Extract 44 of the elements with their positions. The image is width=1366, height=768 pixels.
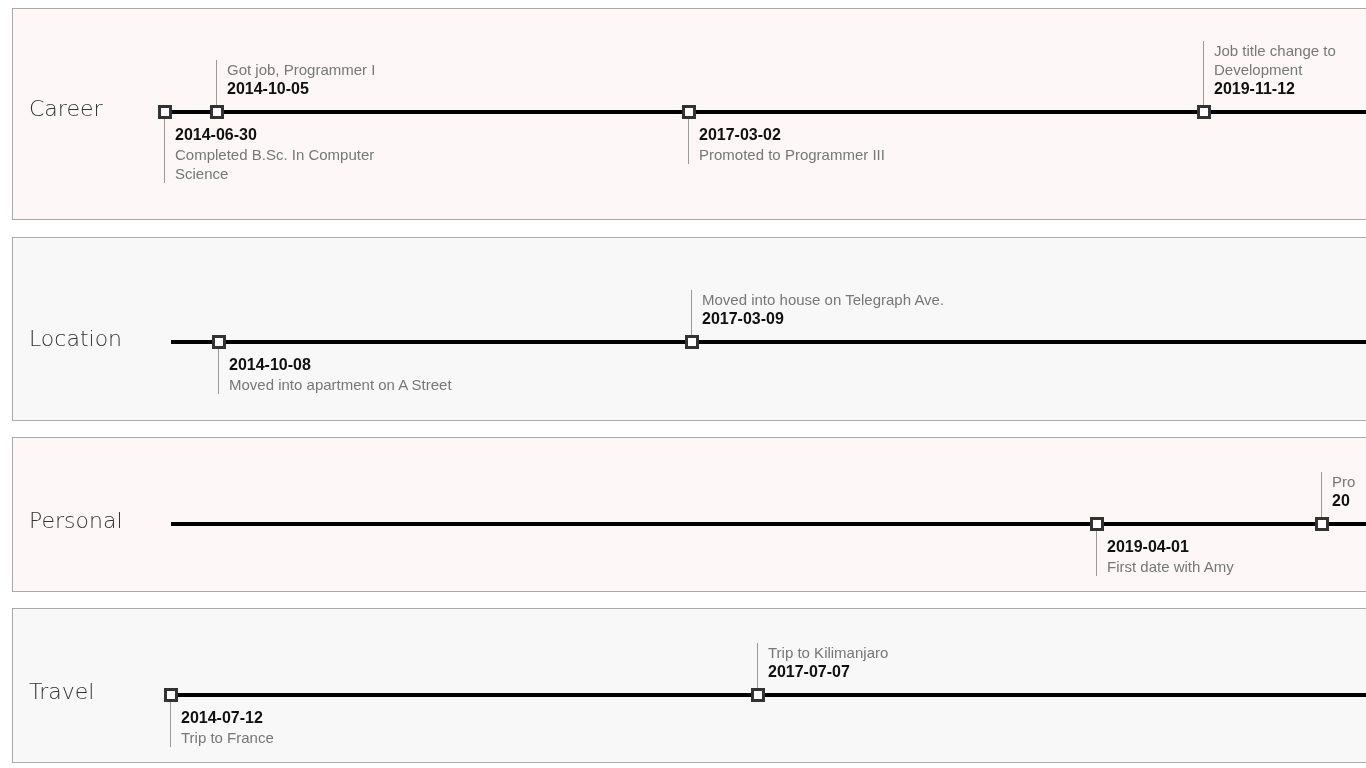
- event-marker: [1090, 517, 1104, 576]
- lane-panel: [12, 437, 1366, 592]
- event-date: 20: [1332, 491, 1351, 511]
- timeline-segment: [226, 340, 685, 344]
- event-marker: [158, 105, 172, 183]
- timeline-segment: [696, 110, 1197, 114]
- timeline-segment: [172, 110, 210, 114]
- lane-panel: [12, 608, 1366, 763]
- event-description: First date with Amy: [1107, 557, 1235, 576]
- event-description: Trip to France: [181, 728, 275, 747]
- event-marker: [1197, 41, 1211, 119]
- event-marker: [685, 290, 699, 349]
- lane-title: Travel: [29, 679, 95, 704]
- event-description: Completed B.Sc. In Computer Science: [175, 145, 376, 183]
- lane-title: Location: [29, 326, 123, 351]
- event-description: Pro: [1332, 472, 1357, 491]
- lane-panel: [12, 237, 1366, 421]
- timeline-segment: [178, 693, 751, 697]
- timeline-segment: [1104, 522, 1315, 526]
- event-description: Promoted to Programmer III: [699, 145, 886, 164]
- event-date: 2014-06-30: [175, 125, 258, 145]
- event-description: Trip to Kilimanjaro: [768, 643, 890, 662]
- event-marker: [164, 688, 178, 747]
- event-marker: [682, 105, 696, 164]
- lane-title: Career: [29, 96, 103, 121]
- event-description: Job title change to Development: [1214, 41, 1337, 79]
- event-date: 2017-03-09: [702, 309, 785, 329]
- event-date: 2017-07-07: [768, 662, 851, 682]
- event-description: Moved into house on Telegraph Ave.: [702, 290, 946, 309]
- event-marker: [212, 335, 226, 394]
- event-marker: [751, 643, 765, 702]
- event-date: 2017-03-02: [699, 125, 782, 145]
- event-date: 2014-10-08: [229, 355, 312, 375]
- lane-title: Personal: [29, 508, 123, 533]
- event-marker: [210, 60, 224, 119]
- event-date: 2014-10-05: [227, 79, 310, 99]
- event-marker: [1315, 472, 1329, 531]
- event-description: Got job, Programmer I: [227, 60, 377, 79]
- event-date: 2019-11-12: [1214, 79, 1296, 99]
- event-description: Moved into apartment on A Street: [229, 375, 453, 394]
- event-date: 2019-04-01: [1107, 537, 1190, 557]
- lane-panel: [12, 8, 1366, 220]
- timeline-segment: [224, 110, 682, 114]
- event-date: 2014-07-12: [181, 708, 264, 728]
